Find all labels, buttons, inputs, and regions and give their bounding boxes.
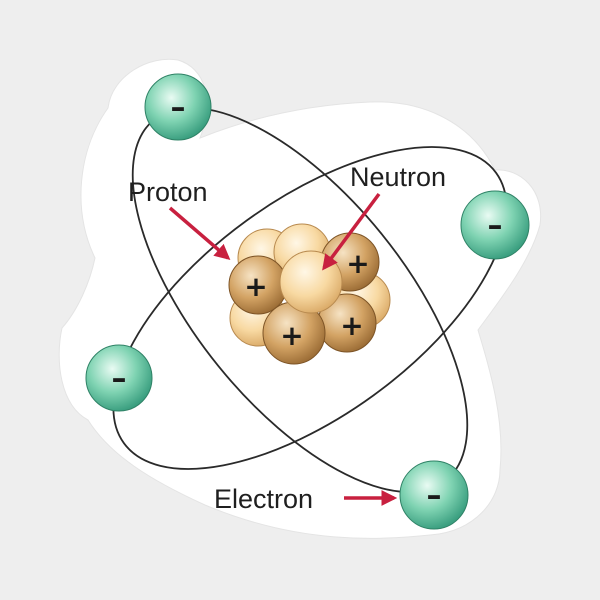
proton-charge-label: + bbox=[280, 319, 303, 352]
electron: – bbox=[460, 190, 530, 260]
proton-charge-label: + bbox=[346, 247, 369, 280]
neutron-front bbox=[279, 250, 343, 314]
proton: + bbox=[262, 301, 326, 365]
proton-arrow bbox=[168, 206, 231, 261]
proton-label: Proton bbox=[128, 177, 208, 207]
neutron-label: Neutron bbox=[350, 162, 446, 192]
electron-charge-label: – bbox=[488, 209, 503, 244]
proton-charge-label: + bbox=[244, 270, 267, 303]
neutron-arrow bbox=[322, 192, 381, 271]
orbit-ring-1 bbox=[112, 146, 508, 470]
electron-charge-label: – bbox=[112, 362, 127, 397]
proton: + bbox=[317, 293, 377, 353]
electron-label: Electron bbox=[214, 484, 313, 514]
electron-charge-label: – bbox=[427, 479, 442, 514]
proton: + bbox=[228, 255, 288, 315]
electron: – bbox=[144, 73, 212, 141]
electron: – bbox=[399, 460, 469, 530]
electron: – bbox=[85, 344, 153, 412]
proton-charge-label: + bbox=[340, 309, 363, 342]
electron-charge-label: – bbox=[171, 91, 186, 126]
nucleus: + + + + bbox=[228, 223, 391, 365]
